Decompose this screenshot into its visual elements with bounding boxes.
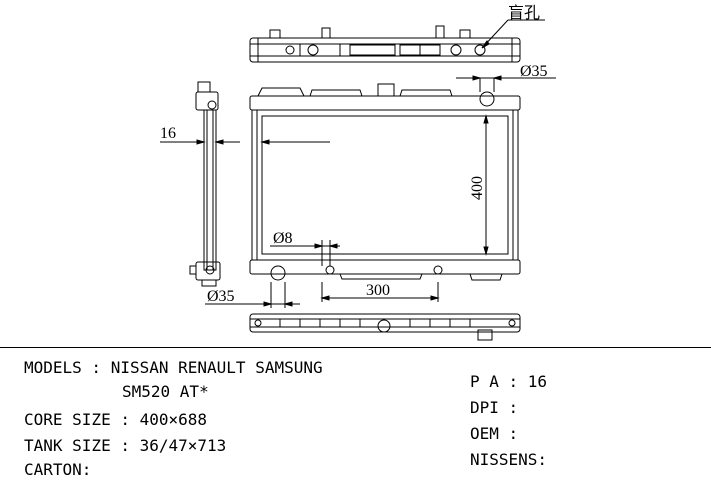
nissens-value: NISSENS: bbox=[470, 450, 548, 469]
divider-line bbox=[0, 347, 711, 348]
dim-side-thickness: 16 bbox=[160, 125, 176, 142]
top-tank-view bbox=[249, 25, 521, 63]
dim-bottom-span: 300 bbox=[366, 282, 390, 299]
carton: CARTON: bbox=[24, 460, 92, 479]
dpi-value: DPI : bbox=[470, 398, 519, 417]
models-line1: MODELS : NISSAN RENAULT SAMSUNG bbox=[24, 358, 323, 377]
pa-value: P A : 16 bbox=[470, 372, 548, 391]
tank-size: TANK SIZE : 36/47×713 bbox=[24, 436, 227, 455]
oem-value: OEM : bbox=[470, 424, 519, 443]
dim-core-height: 400 bbox=[469, 176, 486, 200]
core-size: CORE SIZE : 400×688 bbox=[24, 410, 208, 429]
dim-diameter-top: Ø35 bbox=[520, 63, 548, 80]
dim-pipe-small: Ø8 bbox=[273, 230, 293, 247]
side-view bbox=[189, 81, 221, 287]
bottom-tank-view bbox=[249, 313, 521, 341]
dim-diameter-bottom: Ø35 bbox=[207, 288, 235, 305]
radiator-technical-drawing: 盲孔 Ø35 16 400 Ø8 Ø35 300 bbox=[160, 3, 556, 341]
callout-blind-hole: 盲孔 bbox=[508, 3, 540, 22]
models-line2: SM520 AT* bbox=[122, 382, 209, 401]
